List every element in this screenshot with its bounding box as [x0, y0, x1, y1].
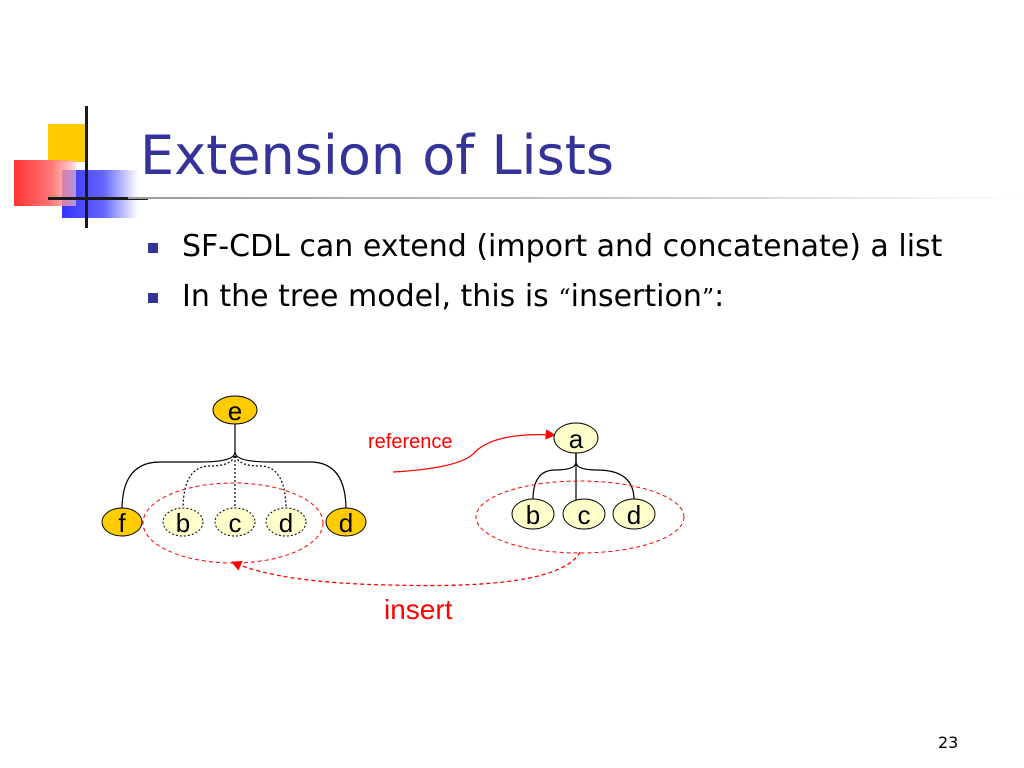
- right-tree-root: a: [553, 422, 599, 454]
- edge-a-d: [575, 452, 635, 501]
- bullet-item: In the tree model, this is “insertion”:: [140, 278, 1000, 317]
- bullet-item: SF-CDL can extend (import and concatenat…: [140, 228, 1000, 266]
- deco-yellow-square: [48, 124, 86, 162]
- edge-e-d2: [234, 451, 347, 511]
- node-label: d: [627, 500, 641, 530]
- node-label: f: [118, 508, 126, 538]
- right-tree-node-c: c: [562, 498, 606, 530]
- node-label: a: [569, 424, 584, 454]
- right-tree-edges: [532, 452, 635, 501]
- open-quote: “: [558, 284, 571, 312]
- deco-vertical-line: [85, 106, 88, 228]
- left-tree-node-c: c: [214, 507, 256, 538]
- right-insert-region: [475, 480, 685, 554]
- left-tree-node-d2: d: [325, 507, 367, 538]
- left-tree-node-d1: d: [265, 507, 307, 538]
- bullet-keyword: insertion: [570, 279, 702, 314]
- bullet-list: SF-CDL can extend (import and concatenat…: [140, 228, 1000, 329]
- edge-e-f: [121, 422, 236, 511]
- node-label: b: [176, 508, 190, 538]
- left-tree-node-b: b: [162, 507, 204, 538]
- edge-e-b: [182, 451, 236, 511]
- node-label: d: [339, 508, 353, 538]
- title-decoration: [10, 100, 150, 230]
- edge-a-b: [532, 452, 577, 501]
- slide-number: 23: [938, 733, 959, 752]
- edge-e-d1: [234, 451, 287, 511]
- bullet-marker-icon: [148, 293, 158, 303]
- insert-arrow: [231, 551, 581, 587]
- deco-horizontal-line: [48, 197, 148, 200]
- left-tree-edges: [121, 422, 347, 511]
- node-label: b: [526, 500, 540, 530]
- title-underline: [128, 197, 1024, 199]
- right-tree-node-b: b: [511, 498, 555, 530]
- right-tree-node-d: d: [612, 498, 656, 530]
- bullet-text-prefix: In the tree model, this is: [182, 279, 559, 314]
- left-tree-node-f: f: [101, 507, 143, 538]
- left-tree-root: e: [212, 395, 258, 426]
- bullet-text-suffix: :: [714, 279, 725, 314]
- reference-arrow: [392, 429, 557, 473]
- slide-title: Extension of Lists: [140, 124, 615, 187]
- bullet-text: SF-CDL can extend (import and concatenat…: [182, 229, 943, 264]
- node-label: d: [279, 508, 293, 538]
- reference-label: reference: [368, 431, 453, 453]
- node-label: e: [228, 396, 242, 426]
- node-label: c: [578, 500, 591, 530]
- insert-label: insert: [384, 594, 453, 625]
- bullet-marker-icon: [148, 243, 158, 253]
- node-label: c: [229, 508, 242, 538]
- close-quote: ”: [701, 284, 715, 312]
